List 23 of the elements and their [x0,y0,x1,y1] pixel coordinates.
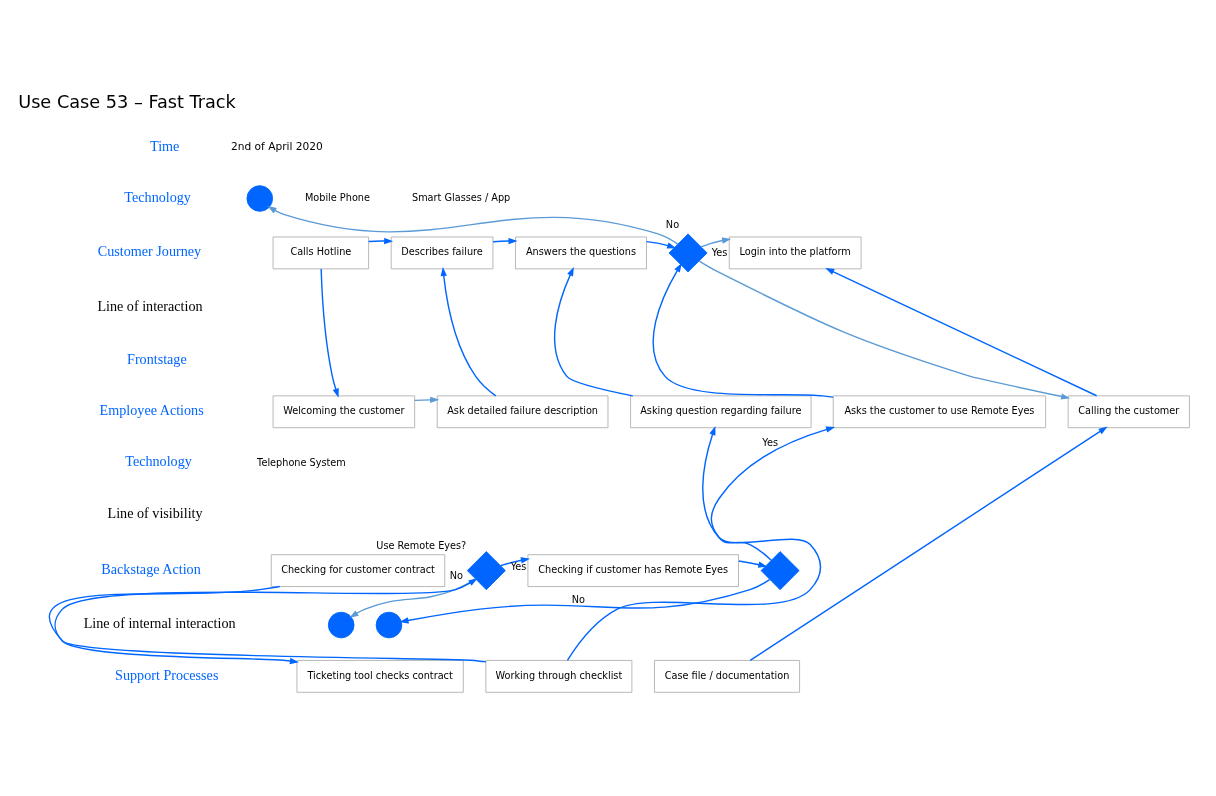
label: Technology [125,452,192,469]
diagram-title: Use Case 53 – Fast Track [18,91,236,112]
label: Technology [124,188,191,205]
label: Support Processes [115,666,219,683]
edge-label: Yes [711,246,728,258]
label: Mobile Phone [304,191,370,203]
edge-label: Yes [510,560,527,572]
label: Smart Glasses / App [411,191,511,203]
edge-label: Yes [762,436,779,448]
label: Line of internal interaction [83,614,236,631]
edge-label: No [571,593,585,605]
label: Backstage Action [101,560,201,577]
label: Customer Journey [97,242,202,259]
label: Time [150,137,180,154]
edge-label: No [665,218,680,230]
edge-label: No [449,569,463,581]
label: Telephone System [257,456,346,468]
label: Frontstage [127,350,187,367]
node-label: Use Remote Eyes? [376,539,467,551]
label: Line of interaction [97,297,203,314]
label: Line of visibility [107,504,203,521]
label: Employee Actions [99,401,204,418]
label: 2nd of April 2020 [231,139,323,153]
